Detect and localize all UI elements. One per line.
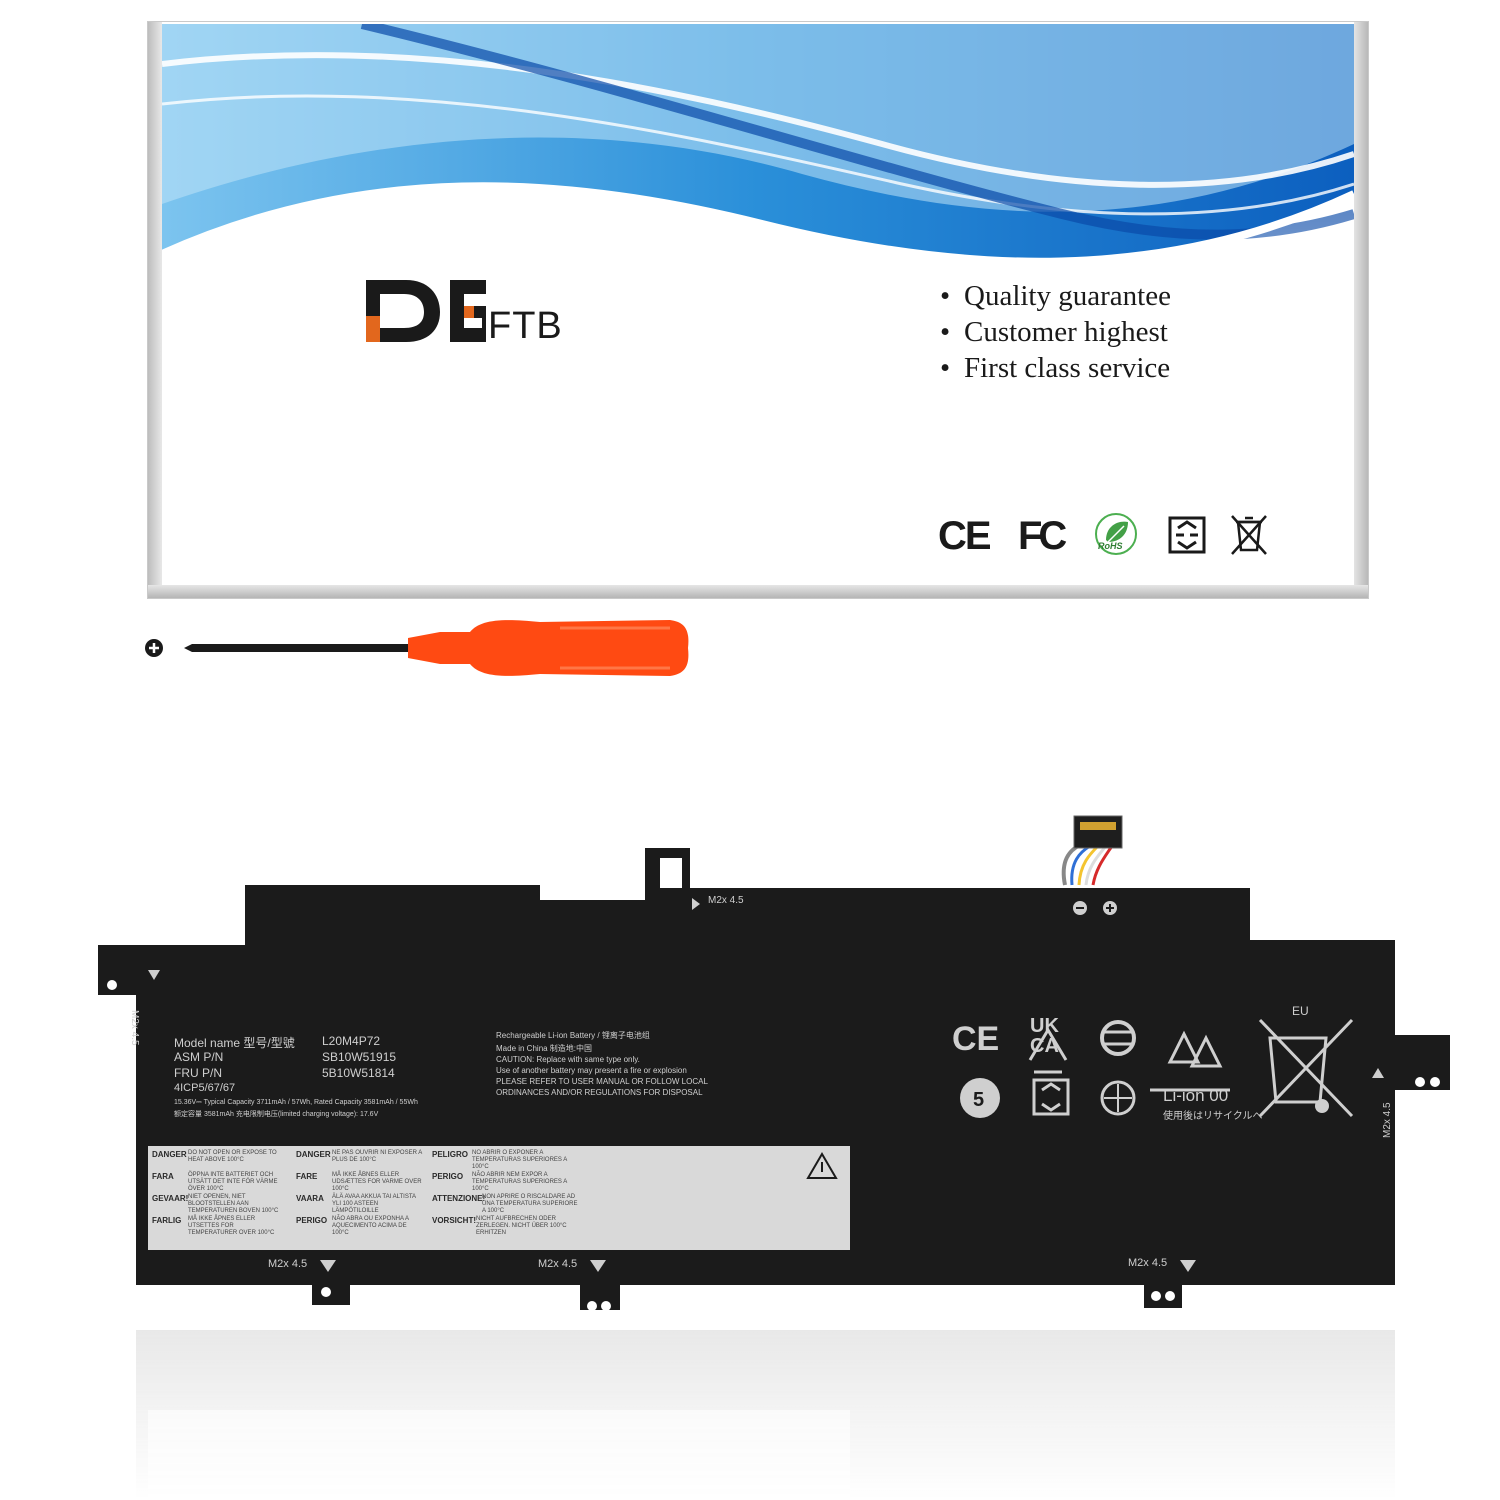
china-rohs-icon — [1168, 516, 1206, 554]
warning-text: NÃO ABRA OU EXPONHA A AQUECIMENTO ACIMA … — [332, 1216, 409, 1236]
spec-line-1: 15.36V⎓ Typical Capacity 3711mAh / 57Wh,… — [174, 1099, 418, 1106]
warning-word: FARA — [152, 1172, 174, 1181]
ce-battery-mark: CE — [952, 1020, 1000, 1058]
ukca-mark: UK CA — [1030, 1015, 1059, 1057]
caution-line-1: CAUTION: Replace with same type only. — [496, 1055, 640, 1064]
screw-label-bottom-2: M2x 4.5 — [538, 1258, 578, 1270]
model-label: Model name 型号/型號 — [174, 1036, 295, 1050]
feature-customer: Customer highest — [940, 316, 1168, 349]
warning-text: ÖPPNA INTE BATTERIET OCH UTSÄTT DET INTE… — [188, 1172, 278, 1192]
laptop-battery: 5 — [98, 815, 1450, 1311]
box-right-edge — [1354, 22, 1368, 598]
warning-word: FARE — [296, 1172, 318, 1181]
box-wave-artwork — [162, 24, 1354, 585]
fc-mark: FC — [1018, 514, 1067, 558]
fru-value: 5B10W51814 — [322, 1066, 395, 1080]
fru-label: FRU P/N — [174, 1066, 222, 1080]
battery-title-line: Rechargeable Li-ion Battery / 锂离子电池组 — [496, 1031, 650, 1040]
feature-quality: Quality guarantee — [940, 280, 1171, 313]
warning-word: ATTENZIONE! — [432, 1194, 486, 1203]
warning-text: NIET OPENEN, NIET BLOOTSTELLEN AAN TEMPE… — [188, 1194, 279, 1214]
warning-text: NÃO ABRIR NEM EXPOR A TEMPERATURAS SUPER… — [472, 1172, 567, 1192]
warning-word: GEVAAR! — [152, 1194, 189, 1203]
box-left-edge — [148, 22, 162, 598]
li-ion-text: Li-ion 00 — [1163, 1086, 1229, 1105]
jp-recycle-text: 使用後はリサイクルへ — [1163, 1111, 1263, 1122]
warning-word: FARLIG — [152, 1216, 182, 1225]
screw-label-bottom-1: M2x 4.5 — [268, 1258, 308, 1270]
spec-line-2: 额定容量 3581mAh 充电限制电压(limited charging vol… — [174, 1111, 379, 1118]
brand-sub-text: FTB — [488, 305, 563, 347]
warning-text: ÄLÄ AVAA AKKUA TAI ALTISTA YLI 100 ASTEE… — [332, 1194, 416, 1214]
warning-word: PERIGO — [296, 1216, 328, 1225]
warning-text: NE PAS OUVRIR NI EXPOSER A PLUS DE 100°C — [332, 1150, 422, 1163]
svg-text:5: 5 — [973, 1089, 984, 1111]
warning-text: NON APRIRE O RISCALDARE AD UNA TEMPERATU… — [482, 1194, 578, 1214]
rohs-leaf-icon — [1095, 513, 1137, 555]
caution-line-2: Use of another battery may present a fir… — [496, 1066, 687, 1075]
rohs-text: RoHS — [1098, 541, 1123, 551]
eu-label: EU — [1292, 1004, 1309, 1018]
warning-word: PERIGO — [432, 1172, 464, 1181]
model-value: L20M4P72 — [322, 1034, 381, 1048]
cell-config: 4ICP5/67/67 — [174, 1082, 236, 1094]
asm-value: SB10W51915 — [322, 1050, 397, 1064]
box-bottom-edge — [148, 585, 1368, 598]
screwdriver — [145, 620, 689, 676]
asm-label: ASM P/N — [174, 1050, 224, 1064]
warning-word: VORSICHT! — [432, 1216, 476, 1225]
caution-line-3: PLEASE REFER TO USER MANUAL OR FOLLOW LO… — [496, 1077, 708, 1086]
warning-text: MÅ IKKE ÅPNES ELLER UTSETTES FOR TEMPERA… — [188, 1216, 275, 1236]
screw-label-right: M2x 4.5 — [1382, 1102, 1393, 1138]
feature-service: First class service — [940, 352, 1170, 385]
warning-word: PELIGRO — [432, 1150, 469, 1159]
warning-word: VAARA — [296, 1194, 324, 1203]
weee-bin-icon — [1231, 515, 1267, 555]
caution-line-4: ORDINANCES AND/OR REGULATIONS FOR DISPOS… — [496, 1088, 703, 1097]
warning-word: DANGER — [152, 1150, 187, 1159]
warning-word: DANGER — [296, 1150, 331, 1159]
warning-text: NICHT AUFBRECHEN ODER ZERLEGEN. NICHT ÜB… — [476, 1216, 567, 1236]
dg-logo — [366, 280, 486, 342]
warning-text: NO ABRIR O EXPONER A TEMPERATURAS SUPERI… — [472, 1150, 567, 1170]
ce-mark: CE — [938, 514, 992, 558]
screw-label-top: M2x 4.5 — [708, 895, 744, 906]
warning-text: MÅ IKKE ÅBNES ELLER UDSÆTTES FOR VARME O… — [332, 1172, 422, 1192]
screw-label-bottom-3: M2x 4.5 — [1128, 1257, 1168, 1269]
warning-text: DO NOT OPEN OR EXPOSE TO HEAT ABOVE 100°… — [188, 1150, 277, 1163]
made-in-line: Made in China 制造地:中国 — [496, 1044, 593, 1053]
battery-reflection — [136, 1330, 1395, 1500]
screw-label-left: M2x 4.5 — [129, 1010, 140, 1046]
